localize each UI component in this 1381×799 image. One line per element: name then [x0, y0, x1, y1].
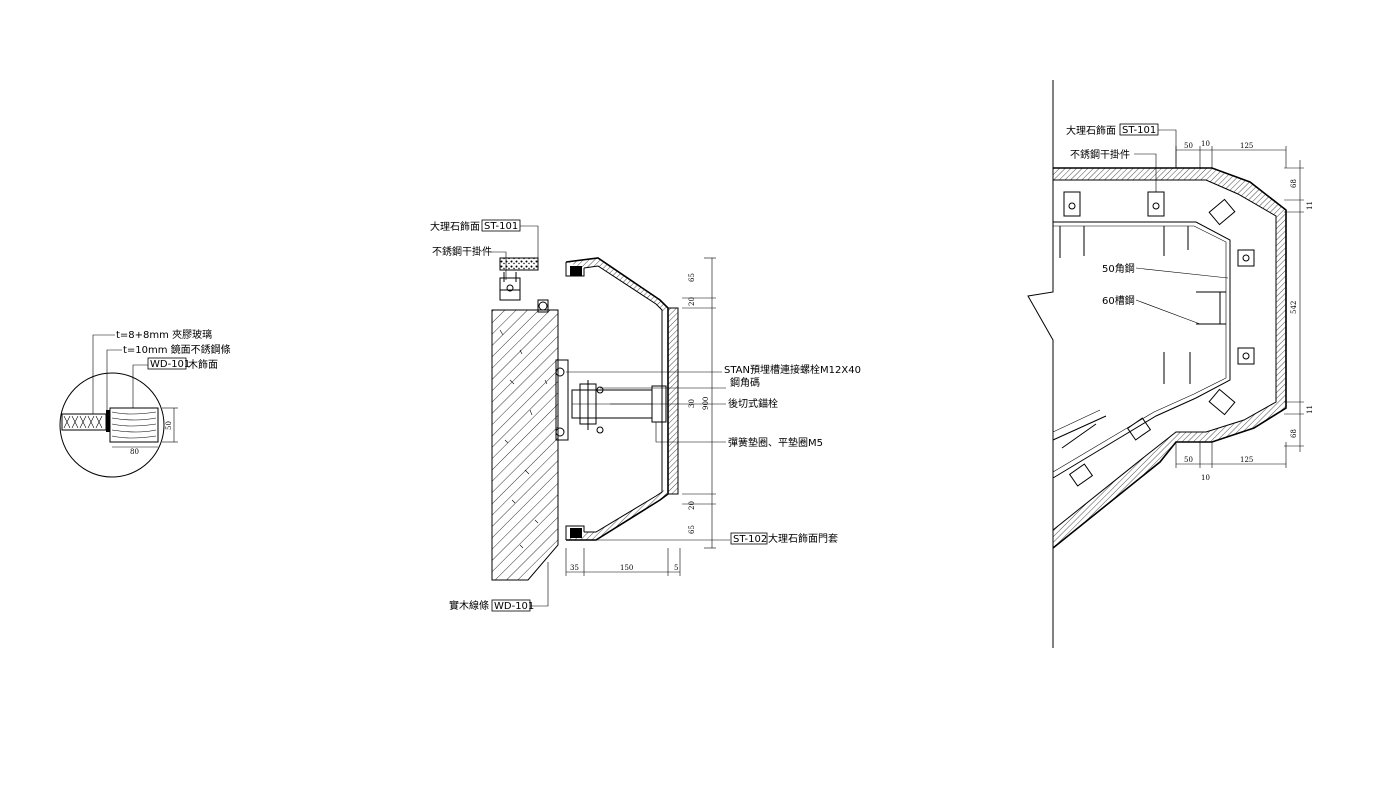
clip-2	[1147, 191, 1165, 217]
clip-7	[1126, 417, 1152, 441]
angle-ribs	[1059, 226, 1191, 384]
dim-11-top: 11	[1306, 201, 1314, 210]
dim-10-bot: 10	[1201, 474, 1210, 482]
leader-angle50	[1135, 267, 1229, 279]
concrete-wall	[491, 309, 559, 581]
leader-marble	[520, 225, 539, 258]
dim-68-top: 68	[1290, 179, 1298, 188]
leader-timber	[530, 562, 549, 607]
tag-marble: ST-101	[484, 221, 518, 232]
leader-marble-right	[1158, 129, 1177, 168]
dim-20-top: 20	[688, 297, 696, 306]
label-hanger-right: 不銹鋼干掛件	[1070, 148, 1130, 161]
label-angle50: 50角鋼	[1102, 262, 1135, 275]
dim-50-top: 50	[1184, 142, 1193, 150]
dim-80: 80	[130, 448, 139, 456]
dim-35: 35	[570, 564, 579, 572]
tag-marble-right: ST-101	[1122, 125, 1156, 136]
tag-wood: WD-101	[150, 359, 190, 370]
dim-542: 542	[1290, 301, 1298, 314]
label-channel60: 60槽鋼	[1102, 294, 1135, 307]
tag-box-wood	[147, 357, 187, 370]
label-door: 大理石飾面門套	[768, 532, 838, 545]
leader-hanger	[490, 251, 507, 280]
label-laminated-glass: t=8+8mm 夾膠玻璃	[116, 328, 212, 341]
label-angle: 鋼角碼	[730, 376, 760, 389]
leader-hanger-right	[1134, 153, 1157, 192]
clip-6	[1208, 388, 1236, 416]
tag-box-timber	[491, 599, 531, 612]
marble-strip-top	[499, 257, 539, 271]
dim-125-bot: 125	[1240, 456, 1253, 464]
hanger-bracket	[499, 277, 521, 301]
dim-65-bot: 65	[688, 525, 696, 534]
label-wood-finish: 木飾面	[188, 358, 218, 371]
dim-900: 900	[702, 397, 710, 410]
dim-11-bot: 11	[1306, 405, 1314, 414]
clip-4	[1237, 347, 1255, 365]
tag-box-door	[730, 532, 768, 545]
tag-box-marble	[481, 219, 521, 232]
dim-50: 50	[165, 421, 173, 430]
glass-cross-pattern	[63, 415, 103, 429]
laminated-glass	[61, 413, 107, 431]
dim-20-bot: 20	[688, 501, 696, 510]
detail-center-door-frame: 65 20 30 900 20 65 35 150 5 大理石飾面 ST-101…	[430, 219, 861, 612]
clip-3	[1237, 249, 1255, 267]
label-washer: 彈簧墊圈、平墊圈M5	[728, 436, 823, 449]
tag-timber: WD-101	[494, 601, 534, 612]
dim-30: 30	[688, 399, 696, 408]
label-steel-strip: t=10mm 鏡面不銹鋼條	[123, 343, 231, 356]
dim-150: 150	[620, 564, 633, 572]
wall-break-line	[1027, 80, 1054, 648]
dim-68-bot: 68	[1290, 429, 1298, 438]
label-timber: 實木線條	[449, 599, 489, 612]
dim-5: 5	[674, 564, 678, 572]
marble-face	[667, 307, 679, 495]
steel-strip	[106, 410, 110, 432]
steel-frame-inner	[1052, 221, 1231, 479]
marble-band-outer	[1052, 167, 1287, 549]
leader-washer	[655, 422, 726, 443]
dim-65-top: 65	[688, 273, 696, 282]
leader-wood	[132, 364, 148, 408]
leader-glass	[92, 334, 115, 414]
label-bolt: STAN預埋槽連接螺栓M12X40	[724, 363, 861, 376]
leader-channel60	[1135, 299, 1201, 325]
detail-right-plan-corner: 50 10 125 50 125 10 68 11 542 11 68 大理石飾…	[1027, 80, 1314, 648]
detail-circle	[59, 372, 165, 478]
steel-plate	[555, 359, 569, 441]
clip-8	[1068, 463, 1094, 487]
notch-bottom	[565, 525, 585, 540]
marble-band-hatch	[1053, 168, 1286, 548]
label-marble: 大理石飾面	[430, 220, 480, 233]
label-anchor: 後切式錨栓	[728, 397, 778, 410]
label-hanger: 不銹鋼干掛件	[432, 245, 492, 258]
leader-steel	[106, 349, 122, 410]
dim-50-bot: 50	[1184, 456, 1193, 464]
bolt-top	[537, 299, 549, 313]
tag-box-marble-right	[1119, 123, 1159, 136]
dim-125-top: 125	[1240, 142, 1253, 150]
clip-5	[1208, 198, 1236, 226]
detail-left-glass-edge: t=8+8mm 夾膠玻璃 t=10mm 鏡面不銹鋼條 WD-101 木飾面 80…	[59, 328, 231, 478]
wood-grain	[111, 411, 157, 439]
label-marble-right: 大理石飾面	[1066, 124, 1116, 137]
clip-1	[1063, 191, 1081, 217]
dim-10-top: 10	[1201, 140, 1210, 148]
tag-door: ST-102	[733, 534, 767, 545]
channel-60	[1196, 291, 1226, 325]
